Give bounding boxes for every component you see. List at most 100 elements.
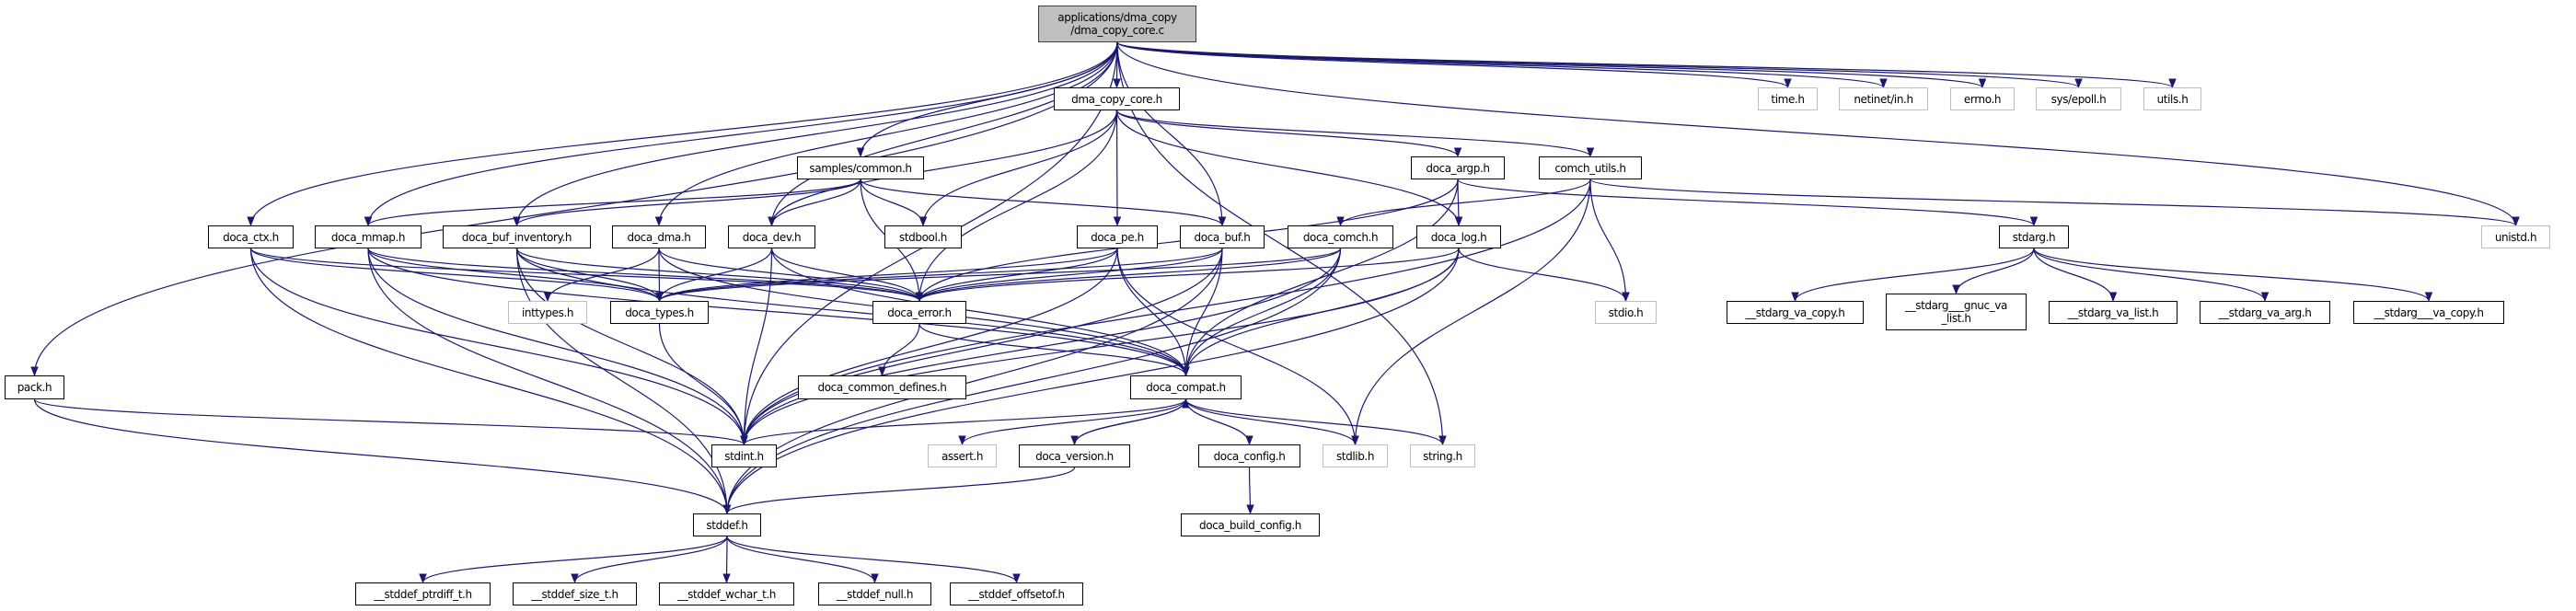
edge-doca_dev_h-to-doca_types_h bbox=[655, 248, 773, 303]
edge-stddef_h-to-stddef_offsetof_h bbox=[726, 536, 1021, 584]
node-stddef-offsetof-h[interactable]: __stddef_offsetof.h bbox=[950, 582, 1083, 605]
node-errno-h: errno.h bbox=[1950, 87, 2015, 110]
edge-doca_log_h-to-stdint_h bbox=[740, 248, 1460, 446]
node-stdarg-gnuc-va-list-h[interactable]: __stdarg___gnuc_va _list.h bbox=[1886, 294, 2027, 330]
edge-root-to-sys_epoll_h bbox=[1116, 41, 2083, 89]
edge-doca_error_h-to-doca_common_defines_h bbox=[878, 323, 920, 377]
edge-pack_h-to-stdint_h bbox=[33, 398, 748, 446]
node-stdarg-va-arg-h[interactable]: __stdarg_va_arg.h bbox=[2200, 301, 2330, 324]
edge-dma_copy_core_h-to-doca_argp_h bbox=[1115, 110, 1462, 158]
node-doca-compat-h[interactable]: doca_compat.h bbox=[1130, 375, 1242, 399]
node-doca-common-defines-h[interactable]: doca_common_defines.h bbox=[798, 375, 966, 399]
edge-root-to-doca_dma_h bbox=[654, 41, 1118, 227]
edge-pack_h-to-stddef_h bbox=[33, 398, 732, 515]
node-stdarg-va-list-h[interactable]: __stdarg_va_list.h bbox=[2049, 301, 2177, 324]
edge-doca_log_h-to-stdio_h bbox=[1458, 248, 1630, 303]
node-stddef-size-t-h[interactable]: __stddef_size_t.h bbox=[513, 582, 637, 605]
edge-doca_pe_h-to-stdint_h bbox=[740, 248, 1118, 446]
edge-doca_mmap_h-to-doca_error_h bbox=[367, 248, 924, 303]
node-comch-utils-h[interactable]: comch_utils.h bbox=[1539, 156, 1642, 179]
node-stdlib-h: stdlib.h bbox=[1323, 444, 1388, 467]
edge-root-to-unistd_h bbox=[1116, 41, 2520, 227]
edge-doca_version_h-to-doca_compat_h bbox=[1073, 398, 1190, 445]
edge-doca_dma_h-to-inttypes_h bbox=[543, 248, 660, 303]
edge-root-to-samples_common_h bbox=[856, 41, 1118, 158]
edge-stdarg_h-to-stdarg_gnuc_va_list_h bbox=[1952, 248, 2035, 295]
edge-root-to-doca_buf_h bbox=[1116, 41, 1227, 227]
node-stdarg-va-copy-h[interactable]: __stdarg_va_copy.h bbox=[1727, 301, 1864, 324]
edge-doca_mmap_h-to-doca_compat_h bbox=[367, 248, 1190, 377]
edge-doca_compat_h-to-stdlib_h bbox=[1184, 398, 1359, 446]
node-stdarg-h[interactable]: stdarg.h bbox=[1999, 225, 2069, 248]
edge-doca_mmap_h-to-stddef_h bbox=[367, 248, 732, 515]
edge-doca_comch_h-to-doca_types_h bbox=[655, 248, 1342, 303]
node-doca-mmap-h[interactable]: doca_mmap.h bbox=[315, 225, 422, 248]
node-doca-config-h[interactable]: doca_config.h bbox=[1198, 444, 1300, 467]
edge-dma_copy_core_h-to-doca_error_h bbox=[915, 110, 1118, 303]
edge-dma_copy_core_h-to-stdbool_h bbox=[918, 110, 1118, 227]
node-doca-types-h[interactable]: doca_types.h bbox=[610, 301, 709, 324]
node-stddef-ptrdiff-t-h[interactable]: __stddef_ptrdiff_t.h bbox=[355, 582, 491, 605]
node-pack-h[interactable]: pack.h bbox=[5, 375, 64, 399]
node-stdint-h[interactable]: stdint.h bbox=[711, 444, 777, 467]
node-doca-buf-h[interactable]: doca_buf.h bbox=[1180, 225, 1265, 248]
node-doca-dma-h[interactable]: doca_dma.h bbox=[612, 225, 706, 248]
node-stddef-wchar-t-h[interactable]: __stddef_wchar_t.h bbox=[659, 582, 794, 605]
edge-doca_types_h-to-stdint_h bbox=[658, 323, 748, 446]
node-root: applications/dma_copy /dma_copy_core.c bbox=[1038, 6, 1196, 42]
edge-doca_comch_h-to-doca_error_h bbox=[915, 248, 1342, 303]
edge-doca_pe_h-to-doca_compat_h bbox=[1116, 248, 1190, 377]
edge-doca_pe_h-to-stdlib_h bbox=[1116, 248, 1359, 446]
edge-doca_buf_inventory_h-to-doca_types_h bbox=[515, 248, 664, 303]
edge-doca_mmap_h-to-doca_types_h bbox=[367, 248, 664, 303]
node-stddef-null-h[interactable]: __stddef_null.h bbox=[818, 582, 931, 605]
node-doca-error-h[interactable]: doca_error.h bbox=[872, 301, 966, 324]
edge-stddef_h-to-stddef_wchar_t_h bbox=[722, 536, 731, 584]
edge-root-to-netinet_in_h bbox=[1116, 41, 1888, 89]
edge-comch_utils_h-to-unistd_h bbox=[1589, 179, 2520, 227]
edge-root-to-pack_h bbox=[30, 41, 1118, 377]
node-doca-pe-h[interactable]: doca_pe.h bbox=[1077, 225, 1158, 248]
node-stdio-h: stdio.h bbox=[1595, 301, 1657, 324]
edge-samples_common_h-to-doca_dev_h bbox=[768, 179, 861, 227]
edge-root-to-doca_mmap_h bbox=[364, 41, 1118, 227]
edge-doca_argp_h-to-doca_compat_h bbox=[1182, 179, 1459, 377]
node-doca-build-config-h[interactable]: doca_build_config.h bbox=[1181, 513, 1320, 536]
node-stdbool-h[interactable]: stdbool.h bbox=[884, 225, 962, 248]
node-doca-buf-inventory-h[interactable]: doca_buf_inventory.h bbox=[443, 225, 591, 248]
node-doca-log-h[interactable]: doca_log.h bbox=[1416, 225, 1501, 248]
edge-root-to-doca_buf_inventory_h bbox=[513, 41, 1118, 227]
edge-doca_compat_h-to-assert_h bbox=[958, 398, 1187, 446]
node-doca-comch-h[interactable]: doca_comch.h bbox=[1288, 225, 1393, 248]
edge-doca_error_h-to-doca_compat_h bbox=[918, 323, 1190, 377]
edge-comch_utils_h-to-stdint_h bbox=[740, 179, 1591, 446]
node-doca-argp-h[interactable]: doca_argp.h bbox=[1411, 156, 1505, 179]
edge-doca_ctx_h-to-doca_types_h bbox=[249, 248, 664, 303]
edge-doca_config_h-to-doca_build_config_h bbox=[1246, 467, 1254, 515]
edge-stddef_h-to-stddef_null_h bbox=[726, 536, 879, 584]
edge-doca_buf_inventory_h-to-doca_compat_h bbox=[515, 248, 1190, 377]
node-sys-epoll-h: sys/epoll.h bbox=[2036, 87, 2121, 110]
edge-samples_common_h-to-stdbool_h bbox=[860, 179, 928, 227]
node-doca-version-h[interactable]: doca_version.h bbox=[1019, 444, 1130, 467]
node-stdarg---va-copy-h[interactable]: __stdarg___va_copy.h bbox=[2353, 301, 2504, 324]
edge-doca_argp_h-to-doca_log_h bbox=[1454, 179, 1463, 227]
edge-dma_copy_core_h-to-doca_dev_h bbox=[768, 110, 1118, 227]
node-string-h: string.h bbox=[1410, 444, 1475, 467]
node-stddef-h[interactable]: stddef.h bbox=[693, 513, 761, 536]
edge-doca_comch_h-to-stdint_h bbox=[740, 248, 1342, 446]
edge-comch_utils_h-to-doca_comch_h bbox=[1336, 179, 1591, 227]
edge-root-to-doca_ctx_h bbox=[247, 41, 1118, 227]
node-samples-common-h[interactable]: samples/common.h bbox=[797, 156, 924, 179]
edge-doca_compat_h-to-stdint_h bbox=[740, 398, 1187, 446]
edge-doca_compat_h-to-string_h bbox=[1184, 398, 1447, 446]
edge-doca_argp_h-to-stdarg_h bbox=[1457, 179, 2039, 227]
edge-dma_copy_core_h-to-doca_pe_h bbox=[1113, 110, 1122, 227]
edge-doca_comch_h-to-doca_compat_h bbox=[1182, 248, 1342, 377]
node-dma-copy-core-h[interactable]: dma_copy_core.h bbox=[1054, 87, 1180, 110]
edge-doca_dev_h-to-doca_error_h bbox=[770, 248, 924, 303]
node-doca-ctx-h[interactable]: doca_ctx.h bbox=[208, 225, 294, 248]
node-doca-dev-h[interactable]: doca_dev.h bbox=[728, 225, 815, 248]
edge-stdarg_h-to-stdarg_va_copy_h bbox=[1791, 248, 2035, 303]
node-assert-h: assert.h bbox=[928, 444, 997, 467]
